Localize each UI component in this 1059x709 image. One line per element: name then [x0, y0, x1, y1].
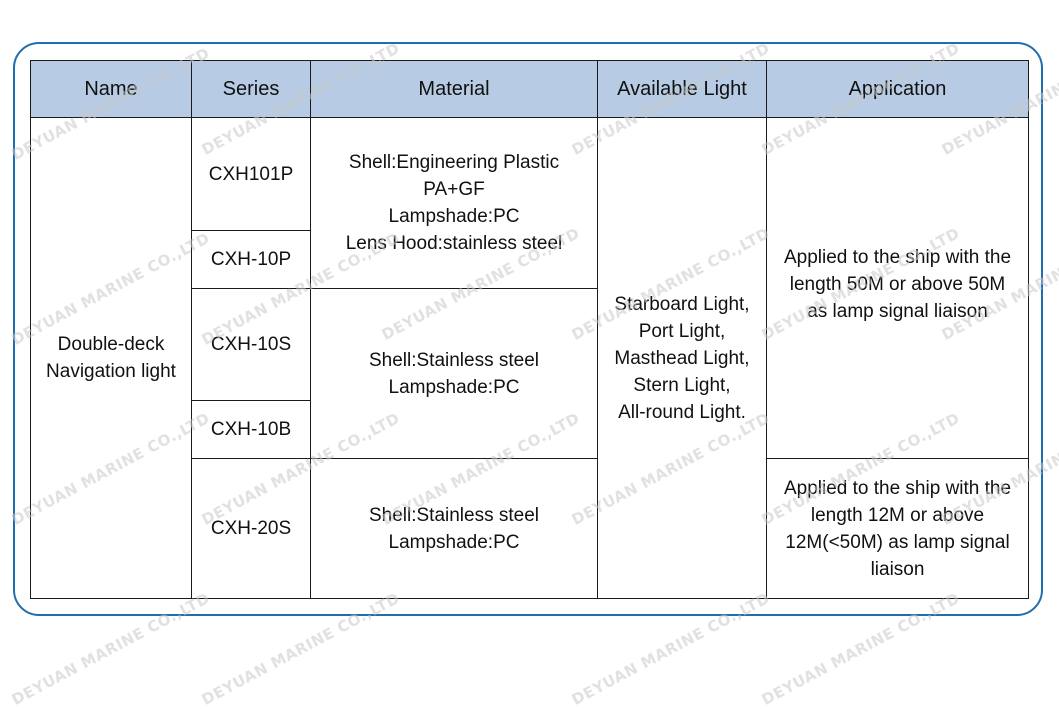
application-line: length 12M or above [810, 504, 985, 526]
series-cell: CXH-10S [191, 288, 311, 401]
table-row: CXH-10S Shell:Stainless steel Lampshade:… [31, 288, 1029, 459]
series-cell: CXH-10P [191, 230, 311, 289]
material-line: PA+GF [423, 179, 485, 200]
material-line: Shell:Engineering Plastic [348, 152, 560, 173]
application-line: as lamp signal liaison [807, 301, 988, 322]
header-application: Application [766, 60, 1029, 118]
series-cell: CXH-20S [191, 458, 311, 599]
material-cell: Shell:Stainless steel Lampshade:PC [310, 288, 598, 459]
application-line: Applied to the ship with the [783, 247, 1012, 268]
table-row: CXH-10P [31, 230, 1029, 289]
material-line: Lampshade:PC [388, 376, 520, 398]
available-light-cell: Starboard Light, Port Light, Masthead Li… [597, 117, 767, 599]
header-row: Name Series Material Available Light App… [30, 60, 1029, 118]
header-available-light: Available Light [597, 60, 767, 118]
light-line: Masthead Light, [614, 347, 750, 369]
material-cell: Shell:Engineering Plastic PA+GF Lampshad… [310, 117, 598, 289]
material-line: Shell:Stainless steel [368, 349, 540, 371]
light-line: Starboard Light, [614, 293, 750, 315]
header-material: Material [310, 60, 598, 118]
material-line: Lens Hood:stainless steel [345, 233, 563, 254]
light-line: Port Light, [638, 320, 726, 342]
spec-table: Name Series Material Available Light App… [30, 60, 1029, 599]
table-row: CXH-20S Shell:Stainless steel Lampshade:… [31, 458, 1029, 599]
header-series: Series [191, 60, 311, 118]
light-line: All-round Light. [618, 401, 746, 423]
rounded-frame [13, 42, 1043, 616]
application-line: Applied to the ship with the [783, 477, 1012, 499]
header-name: Name [30, 60, 192, 118]
material-line: Lampshade:PC [388, 531, 520, 553]
material-line: Shell:Stainless steel [368, 504, 540, 526]
product-name: Double-deck Navigation light [46, 334, 176, 382]
table-row: Double-deck Navigation light CXH101P She… [30, 117, 1029, 599]
application-line: length 50M or above 50M [789, 274, 1006, 295]
series-cell: CXH-10B [191, 400, 311, 459]
application-cell: Applied to the ship with the length 12M … [766, 458, 1029, 599]
application-line: liaison [870, 558, 925, 580]
application-line: 12M(<50M) as lamp signal [785, 531, 1010, 553]
material-line: Lampshade:PC [388, 206, 520, 227]
light-line: Stern Light, [633, 374, 731, 396]
material-cell: Shell:Stainless steel Lampshade:PC [310, 458, 598, 599]
series-cell: CXH101P [191, 117, 311, 231]
name-cell: Double-deck Navigation light [30, 117, 192, 599]
application-cell: Applied to the ship with the length 50M … [766, 117, 1029, 459]
